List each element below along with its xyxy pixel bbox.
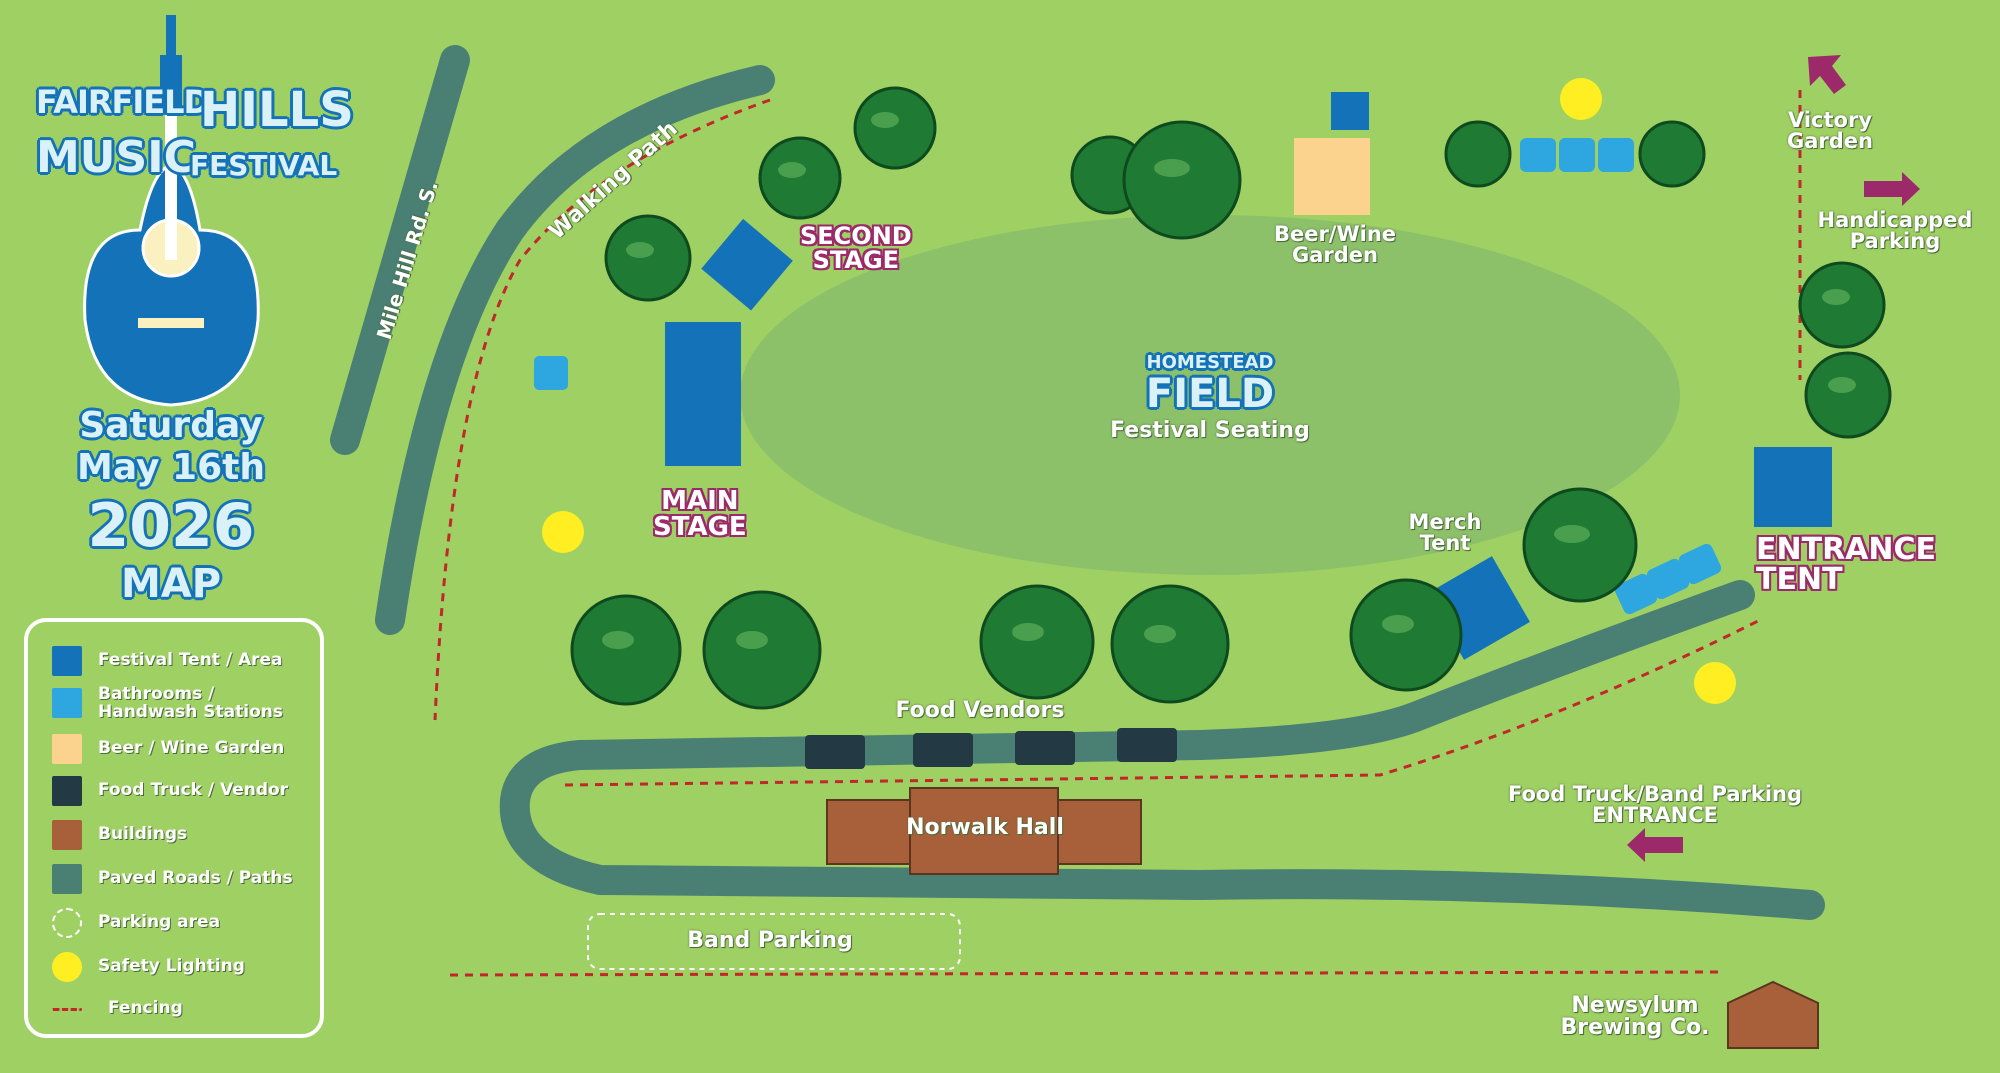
food-vendors[interactable] (805, 728, 1177, 769)
merch-tent-line2: Tent (1419, 531, 1471, 555)
merch-tent-label: Merch Tent (1395, 512, 1495, 554)
food-truck-entrance-label: Food Truck/Band Parking ENTRANCE (1470, 784, 1840, 826)
guitar-logo (83, 15, 260, 407)
victory-garden-label: Victory Garden (1770, 110, 1890, 152)
date-day: Saturday (79, 405, 263, 446)
legend-item: Beer / Wine Garden (28, 734, 298, 768)
mile-hill-road (330, 45, 470, 455)
beer-wine-tent[interactable] (1331, 92, 1369, 130)
paved-road-loop (499, 580, 1825, 920)
second-stage-label: SECOND STAGE (800, 224, 912, 272)
legend-label: Festival Tent / Area (98, 650, 283, 670)
victory-garden-line1: Victory (1787, 108, 1873, 132)
legend-swatch-parking (52, 908, 82, 938)
legend-label: Buildings (98, 824, 188, 844)
legend-label: Food Truck / Vendor (98, 780, 289, 800)
legend-label: Beer / Wine Garden (98, 738, 285, 758)
field-label: FIELD (1145, 371, 1275, 417)
main-stage[interactable] (665, 322, 741, 466)
band-parking-area[interactable] (587, 913, 961, 970)
food-truck-line1: Food Truck/Band Parking (1507, 782, 1803, 806)
main-stage-label: MAIN STAGE (653, 488, 747, 540)
legend-label: Parking area (98, 912, 221, 932)
legend-swatch-tent (52, 646, 82, 676)
norwalk-hall-building[interactable] (826, 787, 1142, 875)
safety-lights (542, 78, 1736, 704)
legend-item: Safety Lighting (28, 952, 298, 986)
legend-swatch-beer (52, 734, 82, 764)
map-legend: Festival Tent / Area Bathrooms / Handwas… (24, 618, 324, 1038)
legend-swatch-bathroom (52, 688, 82, 718)
beer-wine-line2: Garden (1292, 243, 1378, 267)
festival-title-festival: FESTIVAL (190, 149, 338, 182)
festival-title-music: MUSIC (36, 132, 196, 183)
food-vendors-label: Food Vendors (895, 698, 1065, 723)
festival-seating-label: Festival Seating (1110, 418, 1310, 443)
date-month: May 16th (77, 447, 265, 488)
homestead-field-area[interactable] (740, 215, 1680, 575)
legend-item: Paved Roads / Paths (28, 864, 298, 898)
band-parking-label: Band Parking (687, 928, 853, 953)
direction-arrows (1627, 55, 1920, 862)
second-stage-line2: STAGE (812, 246, 900, 274)
legend-swatch-road (52, 864, 82, 894)
legend-item: Fencing (28, 994, 298, 1028)
newsylum-line2: Brewing Co. (1560, 1015, 1710, 1040)
beer-wine-garden[interactable] (1294, 138, 1370, 215)
handicapped-line2: Parking (1849, 229, 1941, 253)
legend-label: Bathrooms / Handwash Stations (98, 684, 283, 722)
newsylum-building[interactable] (1727, 980, 1819, 1049)
walking-path (375, 65, 775, 635)
entrance-tent-label: ENTRANCE TENT (1756, 535, 1936, 595)
entrance-tent-line1: ENTRANCE (1756, 532, 1936, 567)
second-stage[interactable] (701, 218, 793, 311)
handicapped-parking-label: Handicapped Parking (1800, 210, 1990, 252)
bathroom-stations[interactable] (534, 138, 1723, 616)
merch-tent-line1: Merch (1408, 510, 1482, 534)
norwalk-hall-label: Norwalk Hall (906, 815, 1064, 840)
festival-title-hills: HILLS (200, 82, 354, 138)
legend-item: Bathrooms / Handwash Stations (28, 684, 298, 722)
food-truck-line2: ENTRANCE (1592, 803, 1718, 827)
legend-label: Fencing (108, 998, 183, 1018)
map-subtitle: MAP (120, 561, 222, 607)
legend-item: Festival Tent / Area (28, 646, 298, 680)
newsylum-line1: Newsylum (1571, 993, 1699, 1018)
beer-wine-garden-label: Beer/Wine Garden (1250, 224, 1420, 266)
second-stage-line1: SECOND (800, 222, 912, 250)
main-stage-line1: MAIN (661, 486, 739, 516)
legend-swatch-vendor (52, 776, 82, 806)
handicapped-line1: Handicapped (1817, 208, 1973, 232)
entrance-tent[interactable] (1754, 447, 1832, 527)
beer-wine-line1: Beer/Wine (1273, 222, 1397, 246)
legend-item: Food Truck / Vendor (28, 776, 298, 810)
date-year: 2026 (87, 491, 255, 561)
festival-title-fairfield: FAIRFIELD (36, 83, 210, 121)
fencing (433, 90, 1802, 977)
legend-label: Safety Lighting (98, 956, 245, 976)
legend-item: Parking area (28, 908, 298, 942)
legend-label: Paved Roads / Paths (98, 868, 293, 888)
main-stage-line2: STAGE (653, 512, 747, 542)
homestead-label: HOMESTEAD (1146, 352, 1274, 373)
newsylum-label: Newsylum Brewing Co. (1540, 995, 1730, 1039)
victory-garden-line2: Garden (1787, 129, 1873, 153)
legend-swatch-fence (52, 1008, 82, 1011)
legend-swatch-building (52, 820, 82, 850)
legend-swatch-light (52, 952, 82, 982)
entrance-tent-line2: TENT (1756, 562, 1843, 597)
trees (570, 86, 1892, 710)
legend-item: Buildings (28, 820, 298, 854)
